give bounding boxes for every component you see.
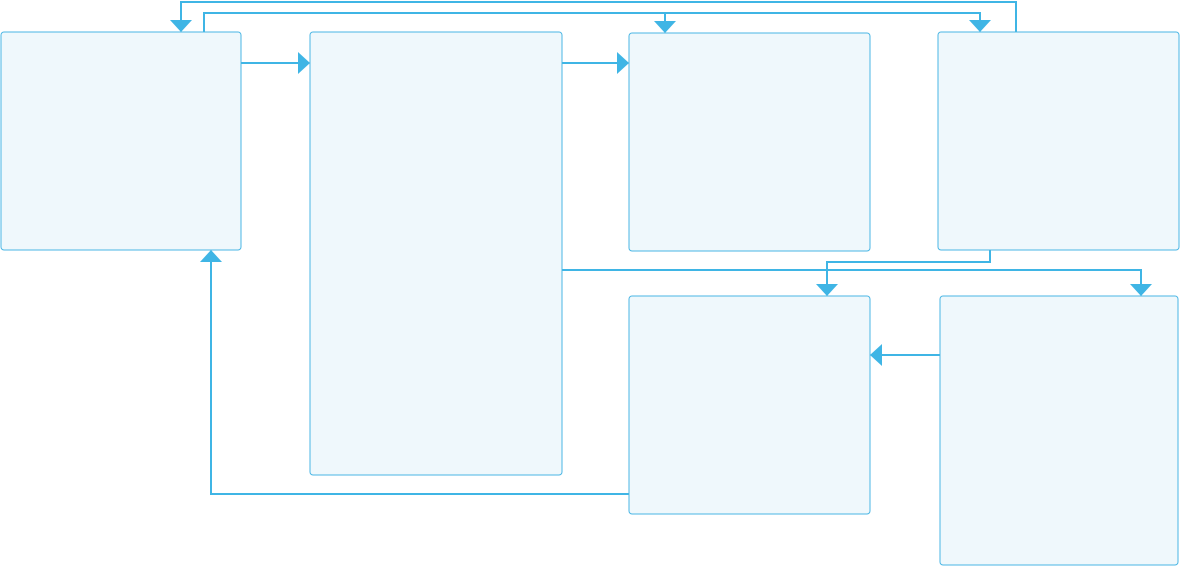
node-a[interactable] xyxy=(0,31,242,251)
node-c[interactable] xyxy=(628,32,871,252)
edge-a-to-c xyxy=(203,12,666,32)
edge-d-to-a xyxy=(180,1,1017,32)
edge-e-to-a xyxy=(210,258,629,495)
node-e[interactable] xyxy=(628,295,871,515)
node-f[interactable] xyxy=(939,295,1179,566)
node-d[interactable] xyxy=(937,31,1180,251)
edge-b-to-f xyxy=(562,269,1142,288)
arrowhead-icon xyxy=(617,52,629,74)
arrowhead-icon xyxy=(816,284,838,296)
arrowhead-icon xyxy=(170,20,192,32)
arrowhead-icon xyxy=(870,344,882,366)
arrowhead-icon xyxy=(298,52,310,74)
node-b[interactable] xyxy=(309,31,563,476)
arrowhead-icon xyxy=(654,21,676,33)
arrowhead-icon xyxy=(1130,284,1152,296)
arrowhead-icon xyxy=(969,20,991,32)
arrowhead-icon xyxy=(200,250,222,262)
edge-d-to-e xyxy=(826,250,991,288)
edge-a-to-d xyxy=(665,12,981,24)
